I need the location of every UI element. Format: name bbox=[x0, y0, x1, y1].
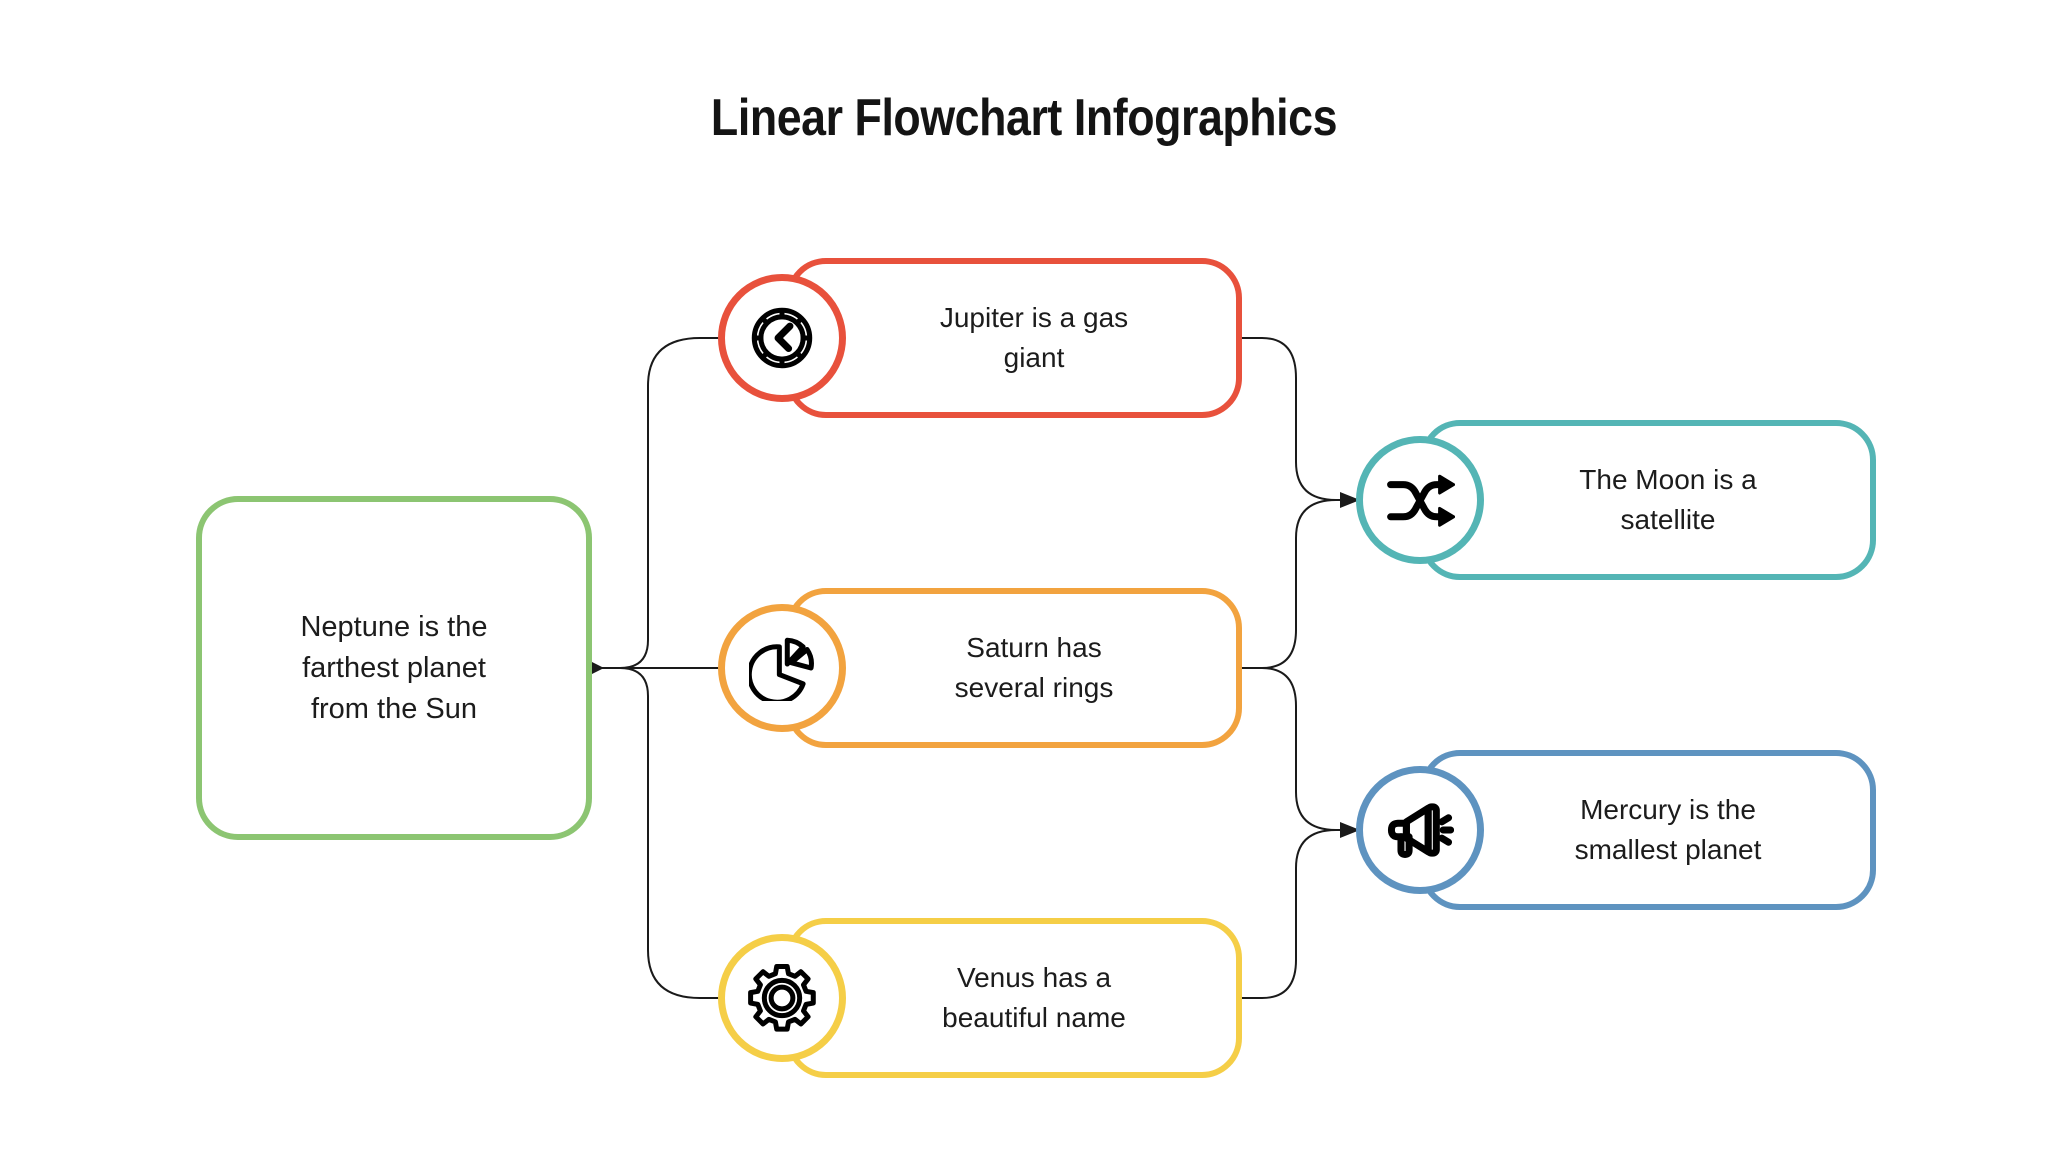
badge-jupiter[interactable] bbox=[718, 274, 846, 402]
node-saturn-label: Saturn has several rings bbox=[954, 632, 1114, 703]
node-venus-label: Venus has a beautiful name bbox=[942, 962, 1126, 1033]
megaphone-icon bbox=[1386, 796, 1454, 864]
connector-venus-to-mercury bbox=[1240, 829, 1356, 999]
pie-chart-icon bbox=[749, 635, 815, 701]
node-root-neptune[interactable]: Neptune is the farthest planet from the … bbox=[196, 496, 592, 840]
node-jupiter[interactable]: Jupiter is a gas giant bbox=[786, 258, 1242, 418]
node-mercury[interactable]: Mercury is the smallest planet bbox=[1420, 750, 1876, 910]
node-root-label: Neptune is the farthest planet from the … bbox=[300, 610, 488, 725]
node-saturn[interactable]: Saturn has several rings bbox=[786, 588, 1242, 748]
node-moon[interactable]: The Moon is a satellite bbox=[1420, 420, 1876, 580]
connector-root-to-jupiter bbox=[596, 337, 722, 669]
connector-jupiter-to-moon bbox=[1240, 337, 1356, 501]
badge-moon[interactable] bbox=[1356, 436, 1484, 564]
badge-venus[interactable] bbox=[718, 934, 846, 1062]
page-title: Linear Flowchart Infographics bbox=[710, 89, 1338, 147]
node-venus[interactable]: Venus has a beautiful name bbox=[786, 918, 1242, 1078]
node-jupiter-label: Jupiter is a gas giant bbox=[939, 302, 1129, 373]
clock-icon bbox=[749, 305, 815, 371]
node-moon-label: The Moon is a satellite bbox=[1579, 464, 1757, 535]
connector-saturn-to-mercury bbox=[1240, 667, 1356, 831]
badge-mercury[interactable] bbox=[1356, 766, 1484, 894]
connector-saturn-to-moon bbox=[1240, 499, 1356, 669]
gear-icon bbox=[748, 964, 816, 1032]
badge-saturn[interactable] bbox=[718, 604, 846, 732]
node-mercury-label: Mercury is the smallest planet bbox=[1574, 794, 1762, 865]
connector-root-to-venus bbox=[596, 667, 722, 999]
shuffle-icon bbox=[1385, 465, 1455, 535]
